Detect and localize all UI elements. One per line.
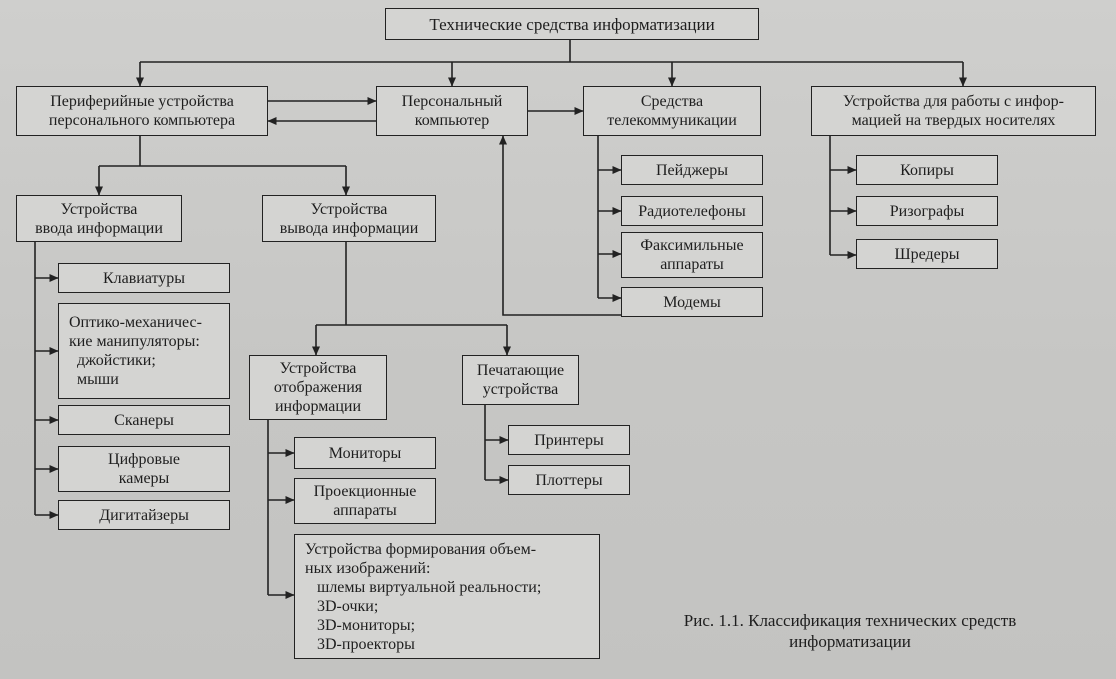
node-printing-item-2: Плоттеры [508,465,630,495]
node-display-item-3: Устройства формирования объем-ных изобра… [294,534,600,659]
node-text-line: Клавиатуры [102,269,186,287]
node-printing-item-1: Принтеры [508,425,630,455]
node-text-line: телекоммуникации [607,112,737,129]
node-text-line: ввода информации [35,219,163,237]
node-text-line: Печатающие [476,362,565,379]
node-printing: Печатающие устройства [462,355,579,405]
node-pc: Персональный компьютер [376,86,528,136]
node-text-line: мыши [69,371,119,388]
node-text-line: Устройства формирования объем- [305,540,537,558]
node-text-line: Дигитайзеры [99,506,189,524]
node-input-item-4: Цифровые камеры [58,446,230,492]
node-text-line: 3D-проекторы [305,635,415,653]
node-hardmedia-item-2: Ризографы [856,196,998,226]
node-telecom-item-1: Пейджеры [621,155,763,185]
node-text-line: компьютер [414,112,490,129]
node-text-line: Шредеры [894,245,960,263]
node-text-line: мацией на твердых носителях [851,112,1056,129]
node-text-line: Плоттеры [535,471,603,489]
node-hardmedia-item-1: Копиры [856,155,998,185]
node-text-line: информатизации [789,632,911,651]
node-input-item-1: Клавиатуры [58,263,230,293]
node-text-line: кие манипуляторы: [69,333,200,350]
node-display-item-1: Мониторы [294,437,436,469]
node-text-line: шлемы виртуальной реальности; [305,578,542,596]
node-text-line: джойстики; [69,352,156,369]
node-text-line: Персональный [401,93,503,110]
node-text-line: Периферийные устройства [50,93,234,110]
node-root: Технические средства информатизации [385,8,759,40]
node-text-line: Модемы [663,293,721,311]
node-text-line: информации [274,398,362,415]
node-text-line: Цифровые [108,451,180,468]
node-telecom: Средства телекоммуникации [583,86,761,136]
node-text-line: Рис. 1.1. Классификация технических сред… [683,611,1017,630]
node-text-line: Мониторы [328,444,402,462]
node-text-line: аппараты [660,256,724,273]
node-telecom-item-4: Модемы [621,287,763,317]
node-text-line: Устройства [310,200,388,218]
node-text-line: 3D-мониторы; [305,616,416,634]
node-text-line: ных изображений: [305,559,431,577]
node-telecom-item-3: Факсимильные аппараты [621,232,763,278]
node-input-item-5: Дигитайзеры [58,500,230,530]
node-display: Устройства отображения информации [249,355,387,420]
node-hardmedia: Устройства для работы с инфор-мацией на … [811,86,1096,136]
node-text-line: отображения [273,379,363,396]
node-display-item-2: Проекционные аппараты [294,478,436,524]
node-input-item-2: Оптико-механичес-кие манипуляторы: джойс… [58,303,230,399]
node-hardmedia-item-3: Шредеры [856,239,998,269]
node-text-line: аппараты [333,502,397,519]
node-text-line: Принтеры [534,431,604,449]
node-input-item-3: Сканеры [58,405,230,435]
node-text-line: Устройства для работы с инфор- [843,93,1064,110]
node-text-line: Сканеры [114,411,174,429]
figure-caption: Рис. 1.1. Классификация технических сред… [620,610,1080,652]
node-text-line: Проекционные [313,483,417,500]
node-telecom-item-2: Радиотелефоны [621,196,763,226]
node-text-line: Пейджеры [655,161,729,179]
node-text-line: Радиотелефоны [638,202,746,220]
connector-modems-to-pc [499,135,621,316]
node-text-line: персонального компьютера [48,112,236,129]
node-text-line: Факсимильные [640,237,744,254]
node-text-line: камеры [118,470,170,487]
node-peripheral: Периферийные устройства персонального ком… [16,86,268,136]
node-text-line: Технические средства информатизации [429,14,715,34]
node-text-line: Устройства [279,360,357,377]
node-text-line: вывода информации [279,219,419,237]
node-text-line: Ризографы [889,202,965,220]
node-text-line: 3D-очки; [305,597,379,615]
node-text-line: Копиры [900,161,954,179]
node-text-line: Устройства [60,200,138,218]
node-text-line: устройства [482,381,559,398]
node-text-line: Средства [640,93,704,110]
node-text-line: Оптико-механичес- [69,314,202,331]
